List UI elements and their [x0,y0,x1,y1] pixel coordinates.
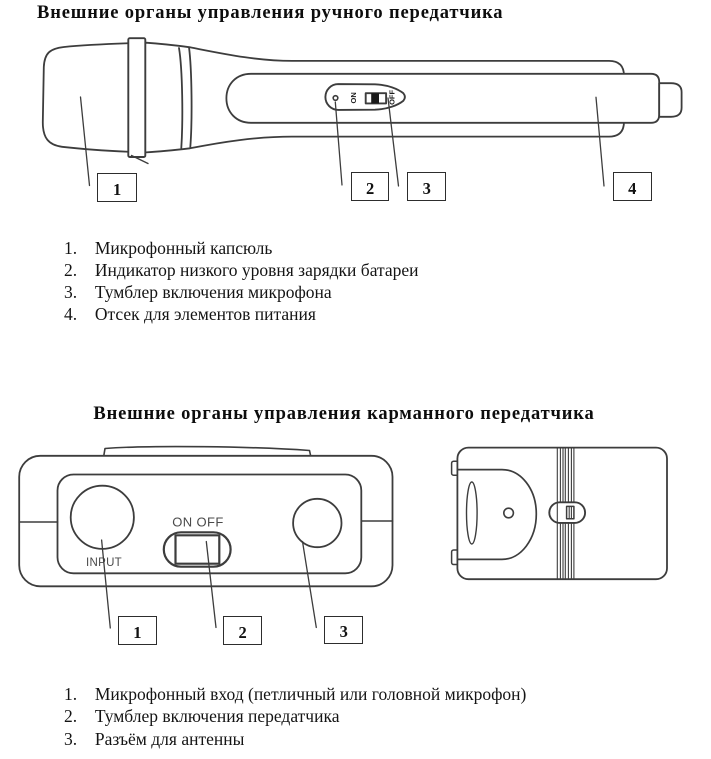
list-item-number: 2. [64,706,78,726]
bodypack-front-view: ON OFF INPUT [18,445,394,629]
latch-grip-ridges [568,506,572,519]
bodypack-back-view [450,446,668,581]
list-item-text: Тумблер включения передатчика [94,706,340,726]
leader-line-2 [334,101,343,186]
leader-line-6 [205,540,217,629]
list-item-number: 4. [64,304,78,324]
list-item-text: Отсек для элементов питания [94,304,316,324]
section1-list: 1. Микрофонный капсюль 2. Индикатор низк… [64,237,419,325]
fig2-callout-box-3: 3 [324,615,364,645]
end-cap [658,82,683,118]
section2-heading: Внешние органы управления карманного пер… [93,404,595,424]
list-item-text: Микрофонный вход (петличный или головной… [94,683,527,704]
handheld-transmitter-figure: ON OFF [41,37,683,187]
list-item: 3. Разъём для антенны [64,728,526,751]
off-label: OFF [387,89,396,104]
input-jack [69,484,135,550]
fig2-callout-box-2: 2 [222,616,263,645]
list-item: 1. Микрофонный вход (петличный или голов… [64,683,526,706]
bodypack-transmitter-figure: ON OFF INPUT [18,445,668,629]
mic-neck-ring-1 [178,47,184,149]
fig1-callout-box-4: 4 [612,172,652,202]
power-switch-knob [371,93,379,104]
list-item-number: 1. [64,683,78,704]
antenna-jack [292,497,343,549]
list-item: 4. Отсек для элементов питания [64,303,419,325]
battery-door [456,468,538,561]
battery-led-indicator [332,94,339,102]
mic-neck-ring-2 [188,46,193,149]
mic-ring-band [127,37,147,158]
list-item-text: Тумблер включения микрофона [94,282,332,302]
leader-line-7 [301,540,317,629]
list-item-number: 1. [64,238,78,258]
list-item-text: Разъём для антенны [94,728,245,749]
section2-list: 1. Микрофонный вход (петличный или голов… [64,683,526,751]
list-item-text: Микрофонный капсюль [94,238,273,258]
on-off-label: ON OFF [172,515,224,530]
leader-line-5 [100,539,111,629]
belt-clip [102,445,312,459]
list-item: 3. Тумблер включения микрофона [64,281,419,303]
leader-line-3 [387,97,400,187]
list-item-number: 3. [64,282,78,302]
leader-line-1 [79,96,91,187]
list-item: 2. Тумблер включения передатчика [64,705,526,728]
list-item-number: 3. [64,728,78,749]
door-screw [503,507,515,519]
section1-heading: Внешние органы управления ручного переда… [37,3,504,23]
fig2-callout-box-1: 1 [118,615,157,645]
fig1-callout-box-1: 1 [97,172,137,202]
thumb-notch [465,481,478,545]
latch-grip [565,505,575,520]
fig1-callout-box-3: 3 [407,172,447,201]
leader-line-4 [595,96,605,187]
fig1-callout-box-2: 2 [350,172,390,201]
list-item-number: 2. [64,260,78,280]
mic-band-seam [130,154,149,165]
battery-sleeve [225,72,661,124]
on-label: ON [349,92,358,103]
list-item: 2. Индикатор низкого уровня зарядки бата… [64,259,419,281]
list-item: 1. Микрофонный капсюль [64,237,419,259]
list-item-text: Индикатор низкого уровня зарядки батареи [94,260,419,280]
bodypack-power-switch [174,534,221,565]
